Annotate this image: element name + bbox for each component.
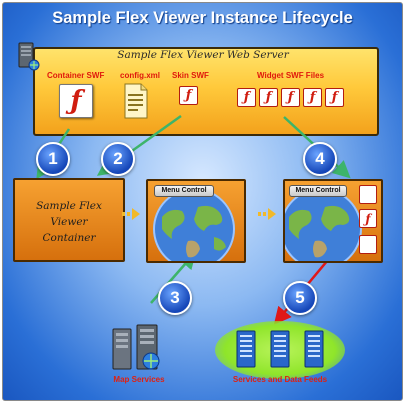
skin-swf-icon: ƒ <box>179 86 198 105</box>
globe-map-icon <box>285 188 362 261</box>
widget-slot <box>359 185 377 204</box>
widget-swf-icon: ƒ <box>325 88 344 107</box>
globe-map-icon <box>153 188 235 261</box>
step-3-badge: 3 <box>158 281 192 315</box>
config-xml-label: config.xml <box>120 71 161 80</box>
diagram-frame: Sample Flex Viewer Instance Lifecycle Sa… <box>2 2 403 401</box>
widget-slot <box>359 235 377 254</box>
map-services-server-icon <box>112 324 160 370</box>
widget-swf-icon: ƒ <box>281 88 300 107</box>
step-5-badge: 5 <box>283 281 317 315</box>
widget-swf-files-label: Widget SWF Files <box>257 71 325 80</box>
widget-swf-icon: ƒ <box>303 88 322 107</box>
step-2-badge: 2 <box>101 142 135 176</box>
viewer-with-map-box: Menu Control <box>146 179 246 263</box>
config-xml-document-icon <box>124 83 148 119</box>
diagram-title: Sample Flex Viewer Instance Lifecycle <box>52 9 353 27</box>
container-swf-icon: ƒ <box>59 84 93 118</box>
step-4-badge: 4 <box>303 142 337 176</box>
viewer-container-label: Sample Flex Viewer Container <box>36 200 102 244</box>
menu-control-bar: Menu Control <box>289 185 347 197</box>
container-swf-label: Container SWF <box>47 71 105 80</box>
dotted-arrow-icon <box>258 208 276 220</box>
viewer-container-box <box>13 178 125 262</box>
menu-control-bar: Menu Control <box>154 185 214 197</box>
widget-slot-active: ƒ <box>359 209 377 228</box>
skin-swf-label: Skin SWF <box>172 71 209 80</box>
viewer-with-widgets-box: Menu Control ƒ <box>283 179 383 263</box>
map-services-label: Map Services <box>113 375 165 384</box>
dotted-arrow-icon <box>122 208 140 220</box>
data-feed-servers-icon <box>236 330 324 368</box>
step-1-badge: 1 <box>36 142 70 176</box>
widget-swf-icon: ƒ <box>259 88 278 107</box>
widget-swf-icon: ƒ <box>237 88 256 107</box>
web-server-label: Sample Flex Viewer Web Server <box>117 49 289 61</box>
server-computer-icon <box>18 42 40 71</box>
services-and-data-feeds-label: Services and Data Feeds <box>232 375 328 384</box>
